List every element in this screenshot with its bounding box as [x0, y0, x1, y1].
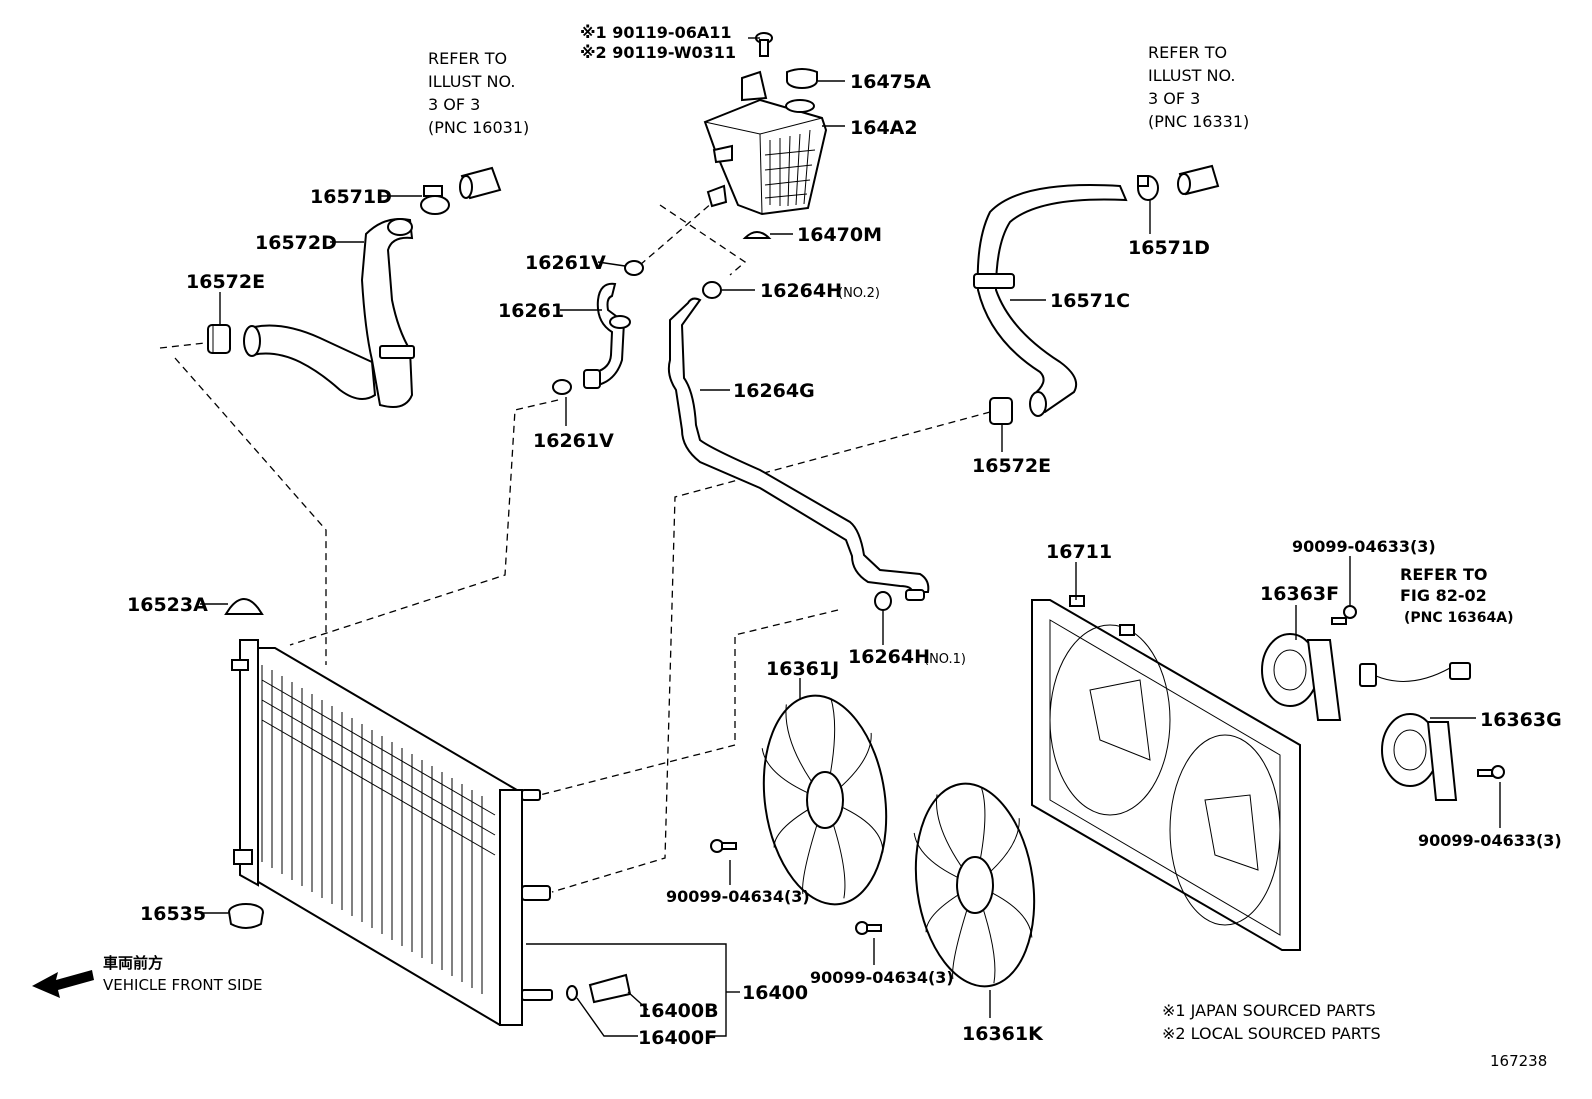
screw-motor-right: [1477, 765, 1505, 779]
motor-16363F: [1261, 633, 1342, 721]
front-arrow-icon: [32, 970, 94, 998]
ref-line: REFER TO: [1148, 43, 1227, 62]
part-label: 16264H: [760, 280, 842, 302]
part-label: 16261V: [533, 430, 614, 452]
part-label: 90099-04633(3): [1292, 537, 1436, 556]
front-label-jp: 車両前方: [103, 954, 163, 972]
part-label-sub: (NO.2): [838, 286, 880, 301]
part-label: 16261V: [525, 252, 606, 274]
radiator-fins: [261, 665, 496, 994]
upper-hose-16572D: [243, 218, 415, 408]
part-label: 16470M: [797, 224, 882, 246]
ref-upper-left: REFER TO ILLUST NO. 3 OF 3 (PNC 16031): [428, 49, 529, 137]
clamp-16261V-bottom: [552, 379, 572, 395]
fan-16361K: [913, 782, 1036, 988]
oring-16400F: [566, 985, 578, 1001]
ref-line: REFER TO: [1400, 565, 1488, 584]
clamp-16572E-left: [207, 324, 231, 354]
part-label-sub: (NO.1): [924, 652, 966, 667]
part-label: 164A2: [850, 117, 918, 139]
hose-16264G: [667, 297, 930, 601]
connector-wire: [1359, 662, 1471, 687]
part-label: 16572E: [186, 271, 265, 293]
part-label: 16571D: [1128, 237, 1210, 259]
part-label: 16475A: [850, 71, 931, 93]
ref-line: REFER TO: [428, 49, 507, 68]
clamp-16264H-no1: [874, 591, 892, 611]
ref-line: FIG 82-02: [1400, 586, 1487, 605]
hose-16571C: [973, 184, 1128, 417]
reservoir-tank-164A2: [703, 70, 828, 216]
screw-motor-top: [1331, 605, 1357, 625]
plug-16400B: [588, 973, 632, 1004]
leader-lines: [200, 37, 1501, 1037]
screw-fan-k: [855, 921, 882, 935]
part-label: 16363F: [1260, 583, 1339, 605]
radiator-16400: [231, 639, 553, 1026]
hose-stub-right: [1177, 164, 1220, 196]
part-label: 16572E: [972, 455, 1051, 477]
part-label: 90099-04634(3): [666, 887, 810, 906]
part-label: 16400: [742, 982, 808, 1004]
shroud-16711: [1031, 595, 1301, 951]
front-label-en: VEHICLE FRONT SIDE: [103, 976, 263, 994]
ref-line: ILLUST NO.: [428, 72, 515, 91]
part-label: 16535: [140, 903, 206, 925]
ref-upper-right: REFER TO ILLUST NO. 3 OF 3 (PNC 16331): [1148, 43, 1249, 131]
clamp-16572E-right: [989, 397, 1013, 425]
clamp-16264H-no2: [702, 281, 722, 299]
part-label: 16400B: [638, 1000, 719, 1022]
hose-stub-left: [459, 166, 502, 200]
cushion-16535: [228, 903, 264, 929]
ref-line: 3 OF 3: [1148, 89, 1200, 108]
part-label: 16523A: [127, 594, 208, 616]
clamp-16261V-top: [624, 260, 644, 276]
part-label: ※2 90119-W0311: [580, 43, 736, 62]
clamp-16571D-left: [420, 185, 450, 215]
diagram-id: 167238: [1490, 1052, 1547, 1070]
part-label: 16261: [498, 300, 564, 322]
part-label: 16571D: [310, 186, 392, 208]
screw-fan-j: [710, 839, 737, 853]
ref-line: 3 OF 3: [428, 95, 480, 114]
motor-16363G: [1381, 713, 1458, 801]
fan-16361J: [761, 694, 888, 906]
part-label: 90099-04634(3): [810, 968, 954, 987]
part-label: 16361J: [766, 658, 839, 680]
footnote: ※2 LOCAL SOURCED PARTS: [1162, 1024, 1381, 1043]
cushion-16523A: [224, 598, 264, 615]
ref-motor: REFER TO FIG 82-02 (PNC 16364A): [1400, 565, 1513, 626]
part-label: 16571C: [1050, 290, 1130, 312]
ref-line: ILLUST NO.: [1148, 66, 1235, 85]
bolt-icon: [755, 32, 773, 57]
part-label: 16264G: [733, 380, 815, 402]
ref-line: (PNC 16031): [428, 118, 529, 137]
cap-16470M: [742, 231, 772, 239]
part-label: 90099-04633(3): [1418, 831, 1562, 850]
clamp-16571D-right: [1137, 175, 1159, 201]
part-label: 16361K: [962, 1023, 1044, 1045]
part-label: ※1 90119-06A11: [580, 23, 731, 42]
part-label: 16363G: [1480, 709, 1562, 731]
cap-16475A: [786, 68, 818, 89]
part-label: 16572D: [255, 232, 337, 254]
footnote: ※1 JAPAN SOURCED PARTS: [1162, 1001, 1376, 1020]
part-label: 16711: [1046, 541, 1112, 563]
assembly-dashed-lines: [159, 195, 991, 893]
ref-line: (PNC 16331): [1148, 112, 1249, 131]
ref-line: (PNC 16364A): [1404, 610, 1513, 626]
hose-16261: [583, 282, 631, 389]
part-label: 16264H: [848, 646, 930, 668]
part-label: 16400F: [638, 1027, 717, 1049]
